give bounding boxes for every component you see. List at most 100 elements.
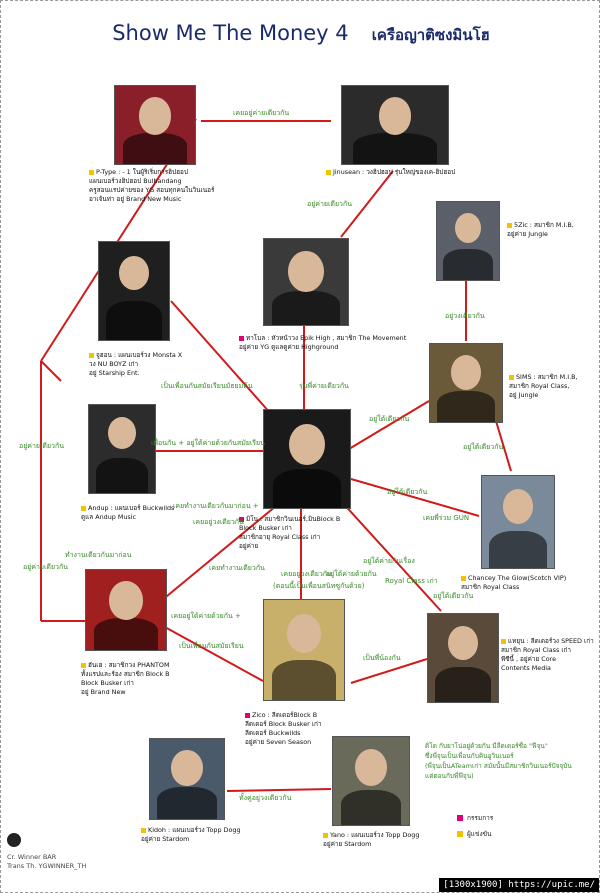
relation-label: เคยทำงานเดียวกัน xyxy=(209,564,265,572)
title-main: Show Me The Money 4 xyxy=(112,21,349,45)
caption-text-andup: Andup : แผนเบอร์ Buckwilds ดูแล Andup Mu… xyxy=(81,504,175,521)
photo-head-phantom xyxy=(109,581,143,620)
caption-yano: Yano : แผนเบอร์วง Topp Dogg อยู่ค่าย Sta… xyxy=(323,831,419,849)
footnote: ดิโด กับยาโน่อยู่ด้วยกัน มีลีดเดอร์ชื่อ … xyxy=(425,741,595,781)
caption-mino: มิโน : สมาชิกวินเนอร์,มินBlock B Block B… xyxy=(239,515,340,551)
caption-text-phantom: ฮันเฮ : สมาชิกวง PHANTOM ทั้งแรปและร้อง … xyxy=(81,661,170,696)
photo-body-jinusean xyxy=(352,132,438,164)
caption-text-5zic: 5Zic : สมาชิก M.I.B, อยู่ค่าย Jungle xyxy=(507,221,574,238)
relation-label: อยู่ค่ายเดียวกัน xyxy=(307,200,353,208)
photo-zico xyxy=(263,599,345,701)
relation-label: เป็นพี่น้องกัน xyxy=(363,654,401,662)
photo-head-speed xyxy=(448,626,478,661)
caption-text-mino: มิโน : สมาชิกวินเนอร์,มินBlock B Block B… xyxy=(239,515,341,550)
caption-text-chancey: Chancey The Glow(Scotch VIP) สมาชิก Roya… xyxy=(461,574,567,591)
photo-head-chancey xyxy=(502,488,534,524)
photo-body-andup xyxy=(95,457,149,493)
relation-label: เคยพี่ร่วม GUN xyxy=(423,514,470,522)
photo-chancey xyxy=(481,475,555,569)
caption-epikhigh: ทาโบล : หัวหน้าวง Epik High , สมาชิก The… xyxy=(239,334,406,352)
photo-phantom xyxy=(85,569,167,651)
photo-head-mino xyxy=(288,423,326,466)
relation-label: อยู่ค่ายเดียวกัน xyxy=(23,563,69,571)
photo-head-andup xyxy=(108,417,136,450)
photo-yano xyxy=(332,736,410,826)
photo-mino xyxy=(263,409,351,509)
photo-sims xyxy=(429,343,503,423)
caption-text-zico: Zico : ลีดเดอร์Block B ลีดเดอร์ Block Bu… xyxy=(245,711,322,746)
relation-label: Royal Class เก่า xyxy=(385,577,438,585)
role-marker-5zic xyxy=(507,222,512,228)
caption-phantom: ฮันเฮ : สมาชิกวง PHANTOM ทั้งแรปและร้อง … xyxy=(81,661,169,697)
relation-label: เคยอยู่วงเดียวกัน xyxy=(281,570,332,578)
photo-body-sims xyxy=(437,390,495,422)
photo-body-epikhigh xyxy=(272,290,340,325)
caption-b9: จูฮอน : แผนเบอร์วง Monsta X วง NU BOYZ เ… xyxy=(89,351,182,378)
photo-head-5zic xyxy=(454,212,481,243)
photo-body-zico xyxy=(272,660,336,700)
page-title: Show Me The Money 4 เครือญาติซงมินโฮ xyxy=(61,21,541,47)
role-marker-chancey xyxy=(461,575,466,581)
photo-head-zico xyxy=(287,614,321,653)
credit: Cr. Winner BAR Trans Th. YGWINNER_TH xyxy=(7,853,87,870)
photo-head-jinusean xyxy=(378,96,412,135)
photo-andup xyxy=(88,404,156,494)
connector-line xyxy=(40,360,62,382)
photo-body-kidoh xyxy=(157,787,217,819)
legend-label-contestant: ผู้แข่งขัน xyxy=(467,830,492,838)
caption-5zic: 5Zic : สมาชิก M.I.B, อยู่ค่าย Jungle xyxy=(507,221,574,239)
caption-text-jinusean: Jinusean : วงฮิปฮอป รุ่นใหญ่ของเค-ฮิปฮอป xyxy=(333,168,456,176)
photo-epikhigh xyxy=(263,238,349,326)
photo-5zic xyxy=(436,201,500,281)
photo-body-yano xyxy=(340,789,402,825)
photo-head-yano xyxy=(355,749,387,787)
caption-chancey: Chancey The Glow(Scotch VIP) สมาชิก Roya… xyxy=(461,574,566,592)
relation-label: รุ่นพี่ค่ายเดียวกัน xyxy=(299,382,349,390)
caption-text-kidoh: Kidoh : แผนเบอร์วง Topp Dogg อยู่ค่าย St… xyxy=(141,826,241,843)
caption-kidoh: Kidoh : แผนเบอร์วง Topp Dogg อยู่ค่าย St… xyxy=(141,826,241,844)
footnote-text: ดิโด กับยาโน่อยู่ด้วยกัน มีลีดเดอร์ชื่อ … xyxy=(425,742,572,780)
caption-andup: Andup : แผนเบอร์ Buckwilds ดูแล Andup Mu… xyxy=(81,504,174,522)
connector-line xyxy=(226,788,332,792)
role-marker-andup xyxy=(81,505,86,511)
caption-speed: แทยุน : ลีดเดอร์วง SPEED เก่า สมาชิก Roy… xyxy=(501,637,594,673)
caption-sims: SIMS : สมาชิก M.I.B, สมาชิก Royal Class,… xyxy=(509,373,578,400)
relation-label: อยู่ใต้เดียวกัน xyxy=(433,592,474,600)
caption-text-speed: แทยุน : ลีดเดอร์วง SPEED เก่า สมาชิก Roy… xyxy=(501,637,594,672)
relation-label: เป็นเพื่อนกันสมัยเรียนมัธยมต้น xyxy=(161,382,253,390)
relation-label: อยู่ค่ายเดียวกัน xyxy=(19,442,65,450)
relation-label: เคยอยู่ค่ายเดียวกัน xyxy=(233,109,290,117)
relation-label: อยู่วงเดียวกัน xyxy=(445,312,485,320)
connector-line xyxy=(348,400,430,450)
upic-footer-link[interactable]: [1300x1900] https://upic.me/ xyxy=(439,878,599,892)
photo-body-b9 xyxy=(106,300,162,340)
legend-swatch-judge xyxy=(457,815,463,821)
legend: กรรมการ ผู้แข่งขัน xyxy=(457,813,493,839)
photo-head-ptype xyxy=(138,96,172,135)
role-marker-phantom xyxy=(81,662,86,668)
photo-body-speed xyxy=(435,666,491,702)
relation-label: อยู่ใต้ค่ายด้วยกัน xyxy=(326,570,377,578)
photo-kidoh xyxy=(149,738,225,820)
relation-label: เป็นเพื่อนกันสมัยเรียน xyxy=(179,642,244,650)
photo-ptype xyxy=(114,85,196,165)
relation-label: อยู่ใต้เดียวกัน xyxy=(387,488,428,496)
role-marker-epikhigh xyxy=(239,335,244,341)
relation-label: อยู่ใต้เดียวกัน xyxy=(369,415,410,423)
legend-label-judge: กรรมการ xyxy=(467,814,494,822)
legend-swatch-contestant xyxy=(457,831,463,837)
title-thai: เครือญาติซงมินโฮ xyxy=(371,26,490,44)
relation-label: เคยอยู่วงเดียวกัน xyxy=(193,518,244,526)
caption-jinusean: Jinusean : วงฮิปฮอป รุ่นใหญ่ของเค-ฮิปฮอป xyxy=(326,168,455,177)
caption-text-sims: SIMS : สมาชิก M.I.B, สมาชิก Royal Class,… xyxy=(509,373,578,399)
role-marker-jinusean xyxy=(326,169,331,175)
relation-label: (ตอนนี้เป็นเพื่อนสนิทซูกันด้วย) xyxy=(273,582,365,590)
legend-item-judge: กรรมการ xyxy=(457,813,493,823)
caption-ptype: P-Type : - 1 ในผู้ริเริ่มการฮิปฮอป แผนเบ… xyxy=(89,168,214,204)
photo-head-sims xyxy=(450,354,482,390)
role-marker-mino xyxy=(239,516,244,522)
photo-body-5zic xyxy=(443,248,493,280)
legend-item-contestant: ผู้แข่งขัน xyxy=(457,829,493,839)
photo-head-epikhigh xyxy=(288,251,324,292)
caption-text-yano: Yano : แผนเบอร์วง Topp Dogg อยู่ค่าย Sta… xyxy=(323,831,420,848)
